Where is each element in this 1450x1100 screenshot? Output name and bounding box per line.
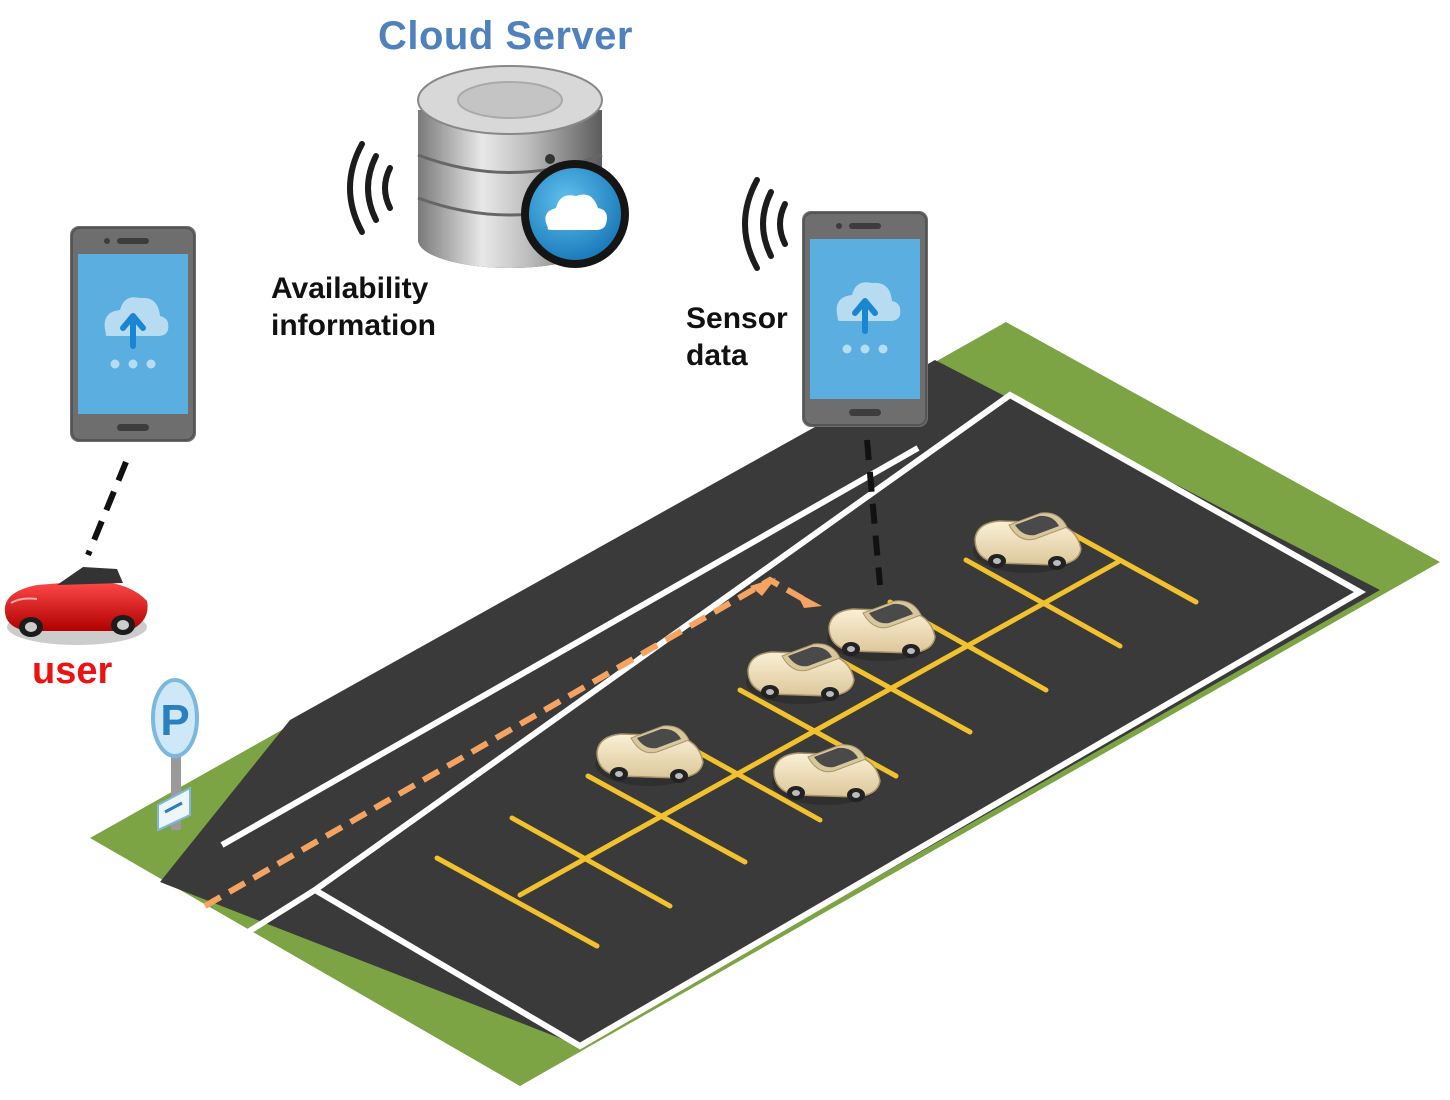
user-phone-link (85, 460, 129, 557)
user-label: user (32, 650, 113, 692)
user-car (4, 567, 148, 645)
route-arrow (203, 576, 822, 909)
cloud-server-title: Cloud Server (378, 14, 633, 58)
entrance-edge (220, 445, 920, 848)
parking-sign-letter: P (160, 696, 189, 745)
parking-sign: P (151, 678, 199, 832)
sensor-line-2: data (686, 339, 748, 372)
availability-line-2: information (271, 309, 436, 342)
user-phone (70, 226, 196, 442)
availability-line-1: Availability (271, 272, 429, 305)
cloud-badge-icon (521, 160, 629, 268)
sensor-link (864, 439, 883, 586)
lot-inner-border (309, 391, 1367, 1050)
sensor-wireless-icon (745, 180, 785, 268)
entrance-road (160, 360, 935, 882)
entrance-edge-lower (246, 887, 317, 935)
server-wireless-icon (350, 144, 390, 232)
sensor-line-1: Sensor (686, 302, 788, 335)
sensor-phone (802, 211, 928, 427)
sensor-data-label: Sensor data (686, 300, 788, 374)
availability-information-label: Availability information (271, 270, 436, 344)
